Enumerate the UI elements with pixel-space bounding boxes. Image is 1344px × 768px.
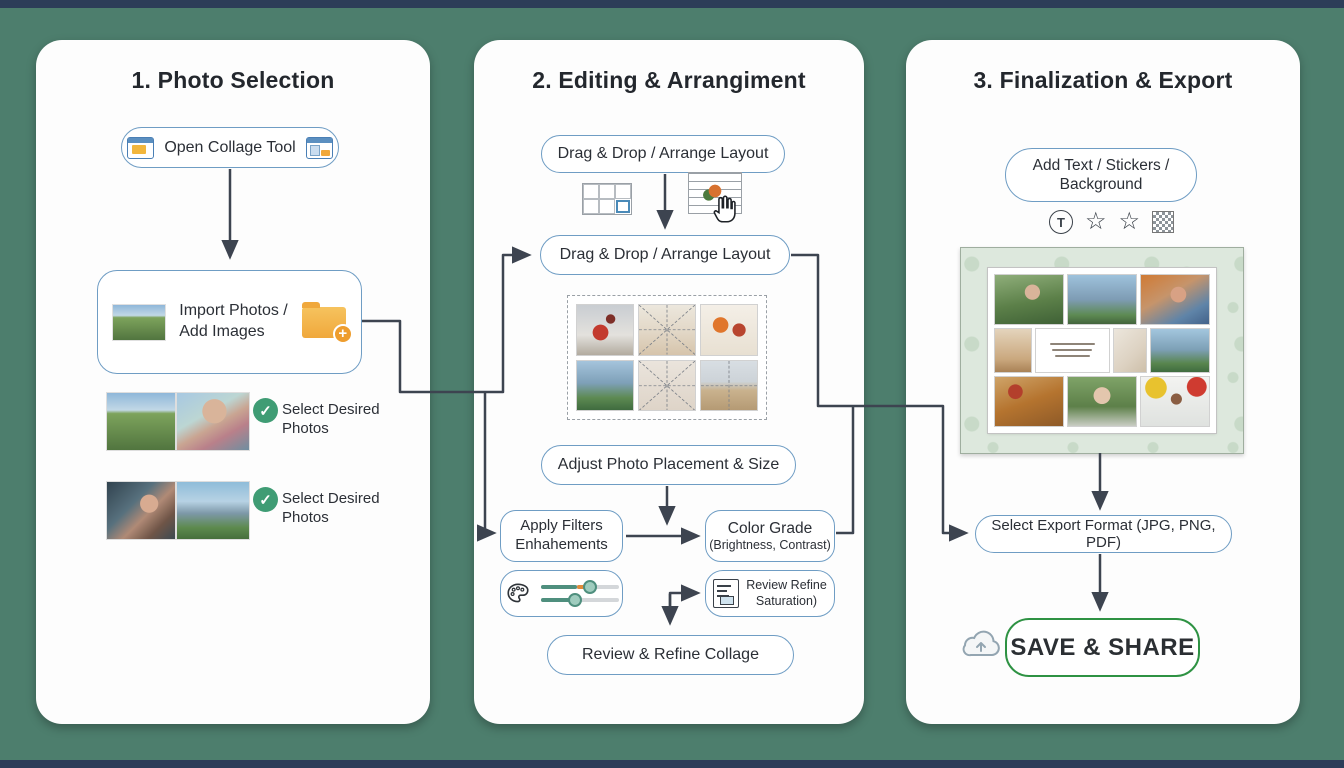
import-photos-box[interactable]: Import Photos / Add Images + bbox=[97, 270, 362, 374]
drag-drop-main-label: Drag & Drop / Arrange Layout bbox=[559, 246, 771, 263]
review-refine-collage-button[interactable]: Review & Refine Collage bbox=[547, 635, 794, 675]
hand-cursor-icon bbox=[713, 195, 736, 223]
preview-photo bbox=[1068, 376, 1136, 426]
collage-arrangement-board[interactable] bbox=[567, 295, 767, 420]
document-checklist-icon bbox=[713, 579, 740, 608]
panel-finalization-export: 3. Finalization & Export Add Text / Stic… bbox=[906, 40, 1300, 724]
open-collage-tool-button[interactable]: Open Collage Tool bbox=[121, 127, 339, 168]
review-refine-collage-label: Review & Refine Collage bbox=[582, 646, 759, 663]
adjust-placement-label: Adjust Photo Placement & Size bbox=[557, 456, 780, 473]
color-grade-line1: Color Grade bbox=[727, 519, 813, 537]
refine-small-line2: Saturation) bbox=[755, 593, 818, 608]
import-label-line2: Add Images bbox=[179, 323, 265, 340]
panel-editing-arrangement: 2. Editing & Arrangiment Drag & Drop / A… bbox=[474, 40, 864, 724]
panel2-title: 2. Editing & Arrangiment bbox=[532, 67, 806, 93]
slider-knob[interactable] bbox=[582, 580, 597, 594]
slider-track[interactable] bbox=[540, 593, 619, 607]
collage-cell-photo[interactable] bbox=[577, 305, 633, 355]
collage-mat bbox=[988, 268, 1216, 433]
collage-cell-photo[interactable] bbox=[701, 360, 757, 410]
check-icon: ✓ bbox=[253, 487, 278, 512]
slider-knob[interactable] bbox=[567, 593, 582, 607]
collage-cell-photo[interactable] bbox=[701, 305, 757, 355]
select-desired-label: Select Desired Photos bbox=[282, 401, 380, 437]
check-icon: ✓ bbox=[253, 398, 278, 423]
window-icon bbox=[127, 136, 155, 159]
photo-thumbnail[interactable] bbox=[177, 393, 249, 450]
star-icon[interactable]: ☆ bbox=[1118, 208, 1141, 235]
apply-filters-line1: Apply Filters bbox=[520, 517, 603, 535]
preview-photo bbox=[1141, 275, 1209, 325]
select-export-format-label: Select Export Format (JPG, PNG, PDF) bbox=[991, 517, 1216, 551]
add-text-line2: Background bbox=[1059, 176, 1143, 193]
refine-small-line1: Review Refine bbox=[746, 577, 827, 592]
filters-tools-box[interactable] bbox=[500, 570, 623, 617]
layout-grid-icon bbox=[582, 183, 632, 215]
color-grade-box[interactable]: Color Grade (Brightness, Contrast) bbox=[705, 510, 835, 562]
collage-preview-icon bbox=[688, 172, 742, 214]
app-window-icon bbox=[305, 136, 333, 159]
top-edge-strip bbox=[0, 0, 1344, 8]
photo-thumbnail[interactable] bbox=[107, 482, 175, 539]
collage-cell-photo[interactable] bbox=[577, 360, 633, 410]
preview-photo bbox=[1150, 329, 1209, 372]
preview-photo bbox=[995, 275, 1063, 325]
drag-drop-top-button[interactable]: Drag & Drop / Arrange Layout bbox=[541, 135, 785, 173]
text-tool-icon[interactable]: T bbox=[1049, 210, 1073, 234]
star-icon[interactable]: ☆ bbox=[1085, 208, 1107, 235]
sticker-tools-row: T ☆ ☆ bbox=[1049, 208, 1175, 235]
preview-photo bbox=[995, 376, 1063, 426]
cloud-upload-icon bbox=[962, 630, 1000, 657]
preview-text-card bbox=[1036, 329, 1109, 372]
apply-filters-box[interactable]: Apply Filters Enhahements bbox=[500, 510, 623, 562]
collage-preview bbox=[960, 247, 1244, 454]
plus-icon: + bbox=[332, 323, 353, 344]
pattern-background-icon[interactable] bbox=[1152, 211, 1175, 233]
select-desired-label: Select Desired Photos bbox=[282, 490, 380, 526]
select-export-format-button[interactable]: Select Export Format (JPG, PNG, PDF) bbox=[975, 515, 1232, 553]
bottom-edge-strip bbox=[0, 760, 1344, 768]
apply-filters-line2: Enhahements bbox=[515, 536, 608, 553]
adjust-placement-button[interactable]: Adjust Photo Placement & Size bbox=[541, 445, 796, 485]
import-label-line1: Import Photos / bbox=[179, 302, 288, 320]
slider-track[interactable] bbox=[540, 580, 619, 594]
color-grade-line2: (Brightness, Contrast) bbox=[709, 537, 831, 552]
landscape-thumbnail-icon bbox=[113, 304, 166, 340]
panel-photo-selection: 1. Photo Selection Open Collage Tool Imp… bbox=[36, 40, 430, 724]
preview-photo bbox=[995, 329, 1032, 372]
adjustment-sliders[interactable] bbox=[540, 580, 619, 607]
review-refine-saturation-box[interactable]: Review Refine Saturation) bbox=[705, 570, 835, 617]
collage-cell-guides[interactable] bbox=[639, 305, 695, 355]
panel3-title: 3. Finalization & Export bbox=[973, 67, 1233, 93]
drag-drop-top-label: Drag & Drop / Arrange Layout bbox=[557, 145, 769, 162]
save-share-button[interactable]: SAVE & SHARE bbox=[1005, 618, 1200, 677]
add-text-stickers-button[interactable]: Add Text / Stickers / Background bbox=[1005, 148, 1197, 202]
add-folder-icon: + bbox=[301, 301, 353, 344]
panel1-title: 1. Photo Selection bbox=[131, 67, 335, 93]
palette-icon bbox=[506, 582, 529, 602]
preview-photo bbox=[1113, 329, 1146, 372]
photo-thumbnail[interactable] bbox=[177, 482, 249, 539]
save-share-label: SAVE & SHARE bbox=[1010, 633, 1195, 661]
preview-photo bbox=[1141, 376, 1209, 426]
open-collage-tool-label: Open Collage Tool bbox=[164, 138, 296, 156]
add-text-line1: Add Text / Stickers / bbox=[1032, 156, 1170, 174]
collage-cell-guides[interactable] bbox=[639, 360, 695, 410]
preview-photo bbox=[1068, 275, 1136, 325]
drag-drop-main-button[interactable]: Drag & Drop / Arrange Layout bbox=[540, 235, 790, 275]
photo-thumbnail[interactable] bbox=[107, 393, 175, 450]
